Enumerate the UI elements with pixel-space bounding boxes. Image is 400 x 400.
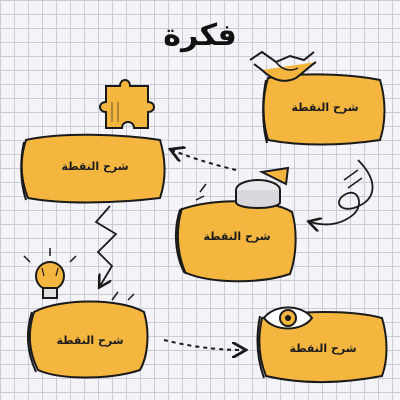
connector-pie-to-puzzle — [172, 150, 237, 171]
card-handshake — [262, 73, 386, 146]
card-lightbulb — [26, 300, 149, 379]
lightbulb-icon — [23, 248, 77, 299]
connector-bulb-to-eye — [111, 291, 244, 350]
card-puzzle — [20, 133, 166, 204]
connector-puzzle-to-bulb — [94, 205, 118, 286]
pie-chart-icon — [195, 166, 290, 209]
node-label-pie: شرح النقطة — [203, 230, 271, 243]
handshake-icon — [249, 50, 317, 82]
page-title: فكرة — [163, 18, 237, 53]
node-label-handshake: شرح النقطة — [291, 101, 359, 114]
card-eye — [256, 311, 388, 383]
eye-icon — [262, 306, 314, 330]
puzzle-piece-icon — [99, 79, 155, 129]
node-label-puzzle: شرح النقطة — [61, 160, 129, 173]
node-label-eye: شرح النقطة — [289, 342, 357, 355]
node-label-lightbulb: شرح النقطة — [56, 334, 124, 347]
connector-handshake-to-pie — [310, 159, 374, 224]
